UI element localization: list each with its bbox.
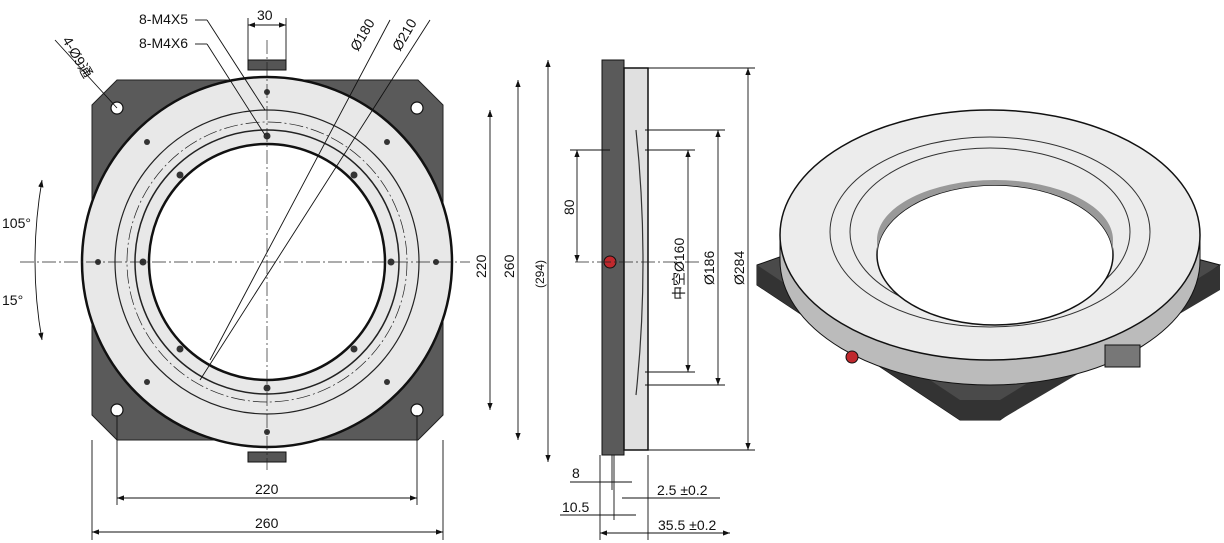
dim-d186: Ø186 — [701, 251, 717, 285]
dim-8: 8 — [572, 465, 580, 481]
dim-v294: (294) — [533, 260, 547, 288]
dim-d284: Ø284 — [731, 251, 747, 285]
dim-h260: 260 — [255, 515, 279, 531]
bore-3d — [876, 184, 1114, 326]
callout-8-m4x5: 8-M4X5 — [139, 11, 188, 27]
callout-holes: 4-Ø9通 — [59, 34, 95, 81]
dim-80: 80 — [561, 199, 577, 215]
dim-h220: 220 — [255, 481, 279, 497]
callout-8-m4x6: 8-M4X6 — [139, 35, 188, 51]
dim-d210: Ø210 — [389, 16, 420, 54]
angle-105: 105° — [2, 215, 31, 231]
isometric-view — [756, 109, 1222, 421]
side-view: 80 中空Ø160 Ø186 Ø284 8 10.5 2.5 ±0.2 35.5… — [560, 59, 755, 540]
front-view: 8-M4X5 8-M4X6 4-Ø9通 30 Ø180 Ø210 220 260… — [2, 7, 551, 540]
angle-15: 15° — [2, 292, 23, 308]
dim-v260: 260 — [501, 254, 517, 278]
dim-35-5: 35.5 ±0.2 — [658, 517, 716, 533]
dim-2-5: 2.5 ±0.2 — [657, 482, 708, 498]
dim-bore-160: 中空Ø160 — [671, 238, 687, 300]
dim-v220: 220 — [473, 254, 489, 278]
dim-30: 30 — [257, 7, 273, 23]
dim-10-5: 10.5 — [562, 499, 589, 515]
dim-d180: Ø180 — [347, 16, 378, 54]
